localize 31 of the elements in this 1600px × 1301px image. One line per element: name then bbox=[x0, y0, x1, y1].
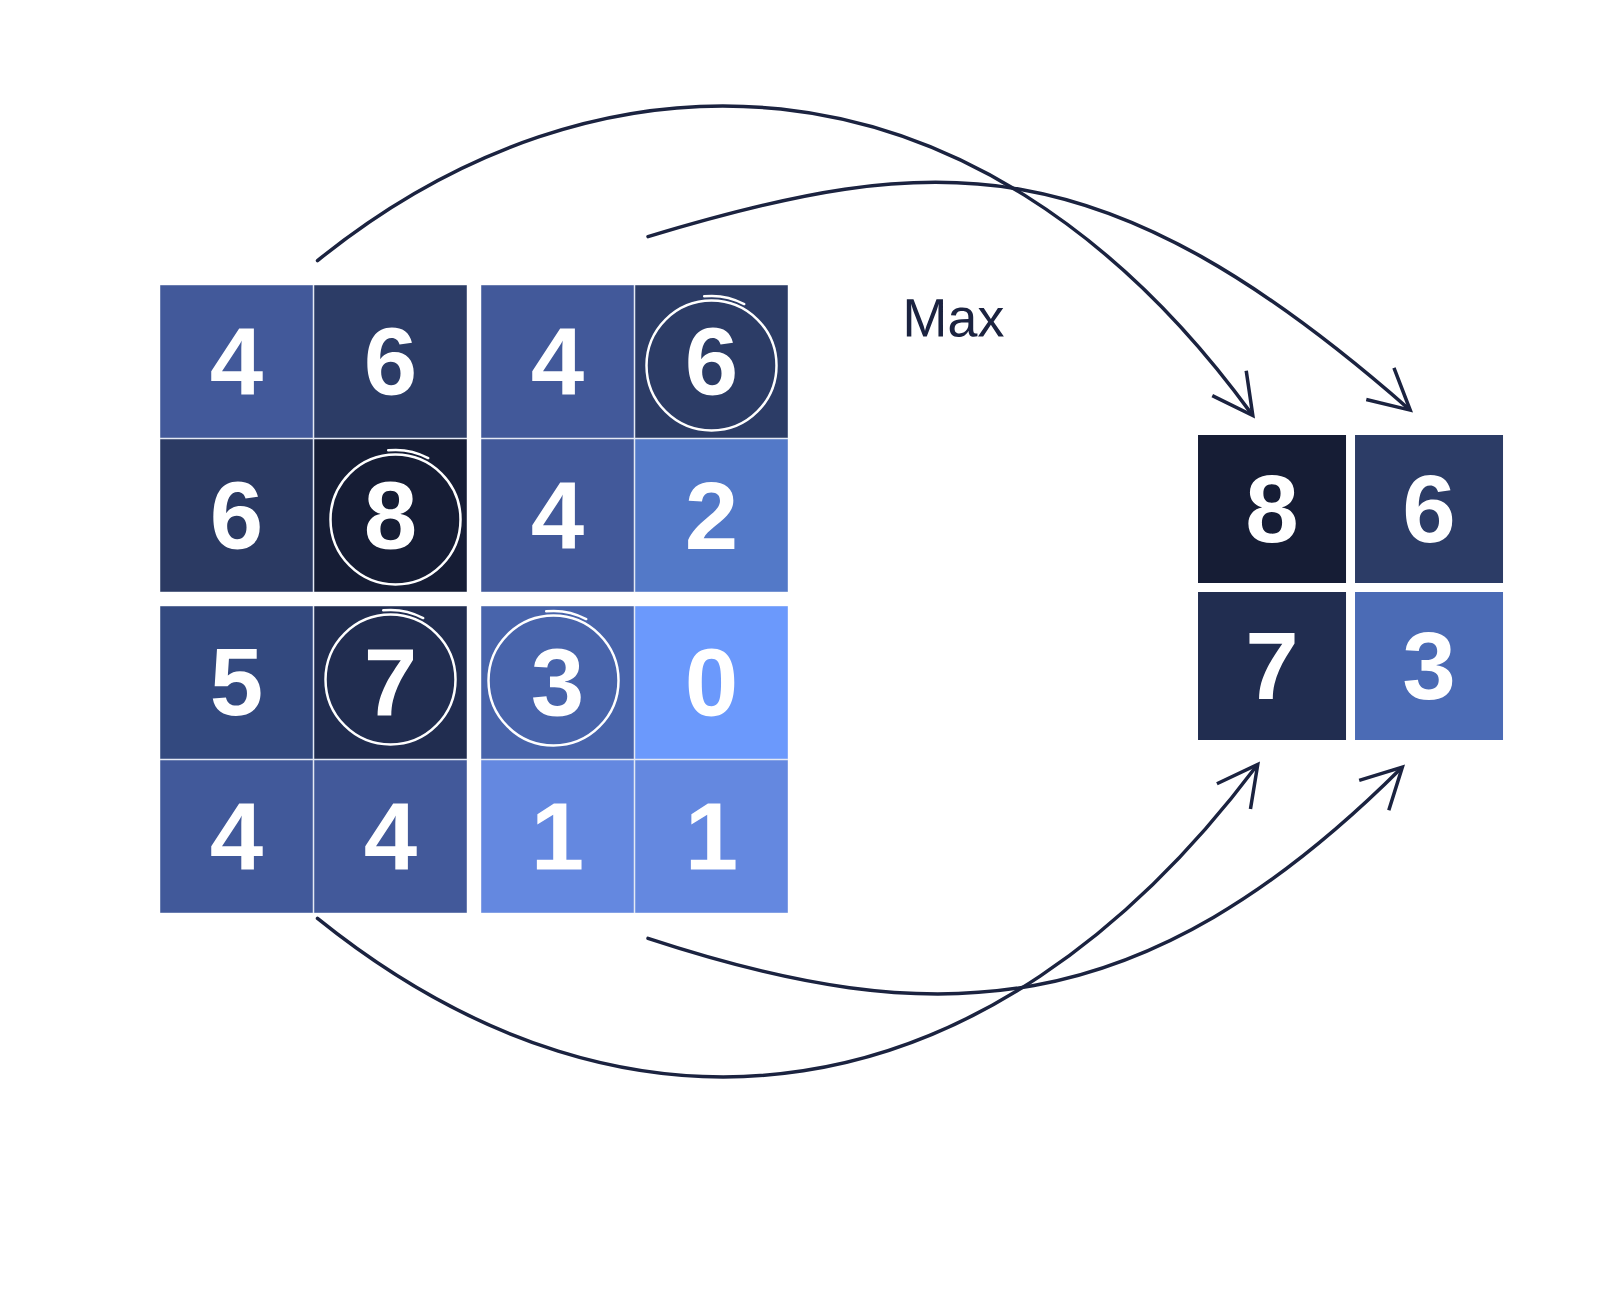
curved-arrow bbox=[315, 104, 1255, 419]
number-cell: 8 bbox=[1198, 435, 1346, 583]
number-cell: 1 bbox=[635, 760, 788, 913]
number-cell: 3 bbox=[481, 606, 634, 759]
number-cell: 6 bbox=[314, 285, 467, 438]
number-cell: 7 bbox=[1198, 592, 1346, 740]
curved-arrow bbox=[315, 761, 1260, 1079]
node-label: 4 bbox=[532, 328, 584, 395]
number-cell: 5 bbox=[160, 606, 313, 759]
curved-arrow bbox=[646, 764, 1405, 996]
number-cell: 1 bbox=[481, 760, 634, 913]
number-cell: 4 bbox=[481, 285, 634, 438]
number-cell: 3 bbox=[1355, 592, 1503, 740]
number-cell: 4 bbox=[314, 760, 467, 913]
node-label: 4 bbox=[532, 482, 584, 549]
number-cell: 7 bbox=[314, 606, 467, 759]
node-label: 1 bbox=[536, 803, 582, 870]
curved-arrow bbox=[646, 181, 1414, 413]
node-label: 4 bbox=[365, 803, 417, 870]
number-cell: 4 bbox=[160, 285, 313, 438]
number-cell: 6 bbox=[160, 439, 313, 592]
number-cell: 4 bbox=[481, 439, 634, 592]
number-cell: 6 bbox=[1355, 435, 1503, 583]
operation-label: Max bbox=[906, 299, 1004, 338]
number-cell: 8 bbox=[314, 439, 467, 592]
node-label: 4 bbox=[211, 803, 263, 870]
number-cell: 0 bbox=[635, 606, 788, 759]
number-cell: 4 bbox=[160, 760, 313, 913]
number-cell: 2 bbox=[635, 439, 788, 592]
number-cell: 6 bbox=[635, 285, 788, 438]
node-label: 1 bbox=[690, 803, 736, 870]
